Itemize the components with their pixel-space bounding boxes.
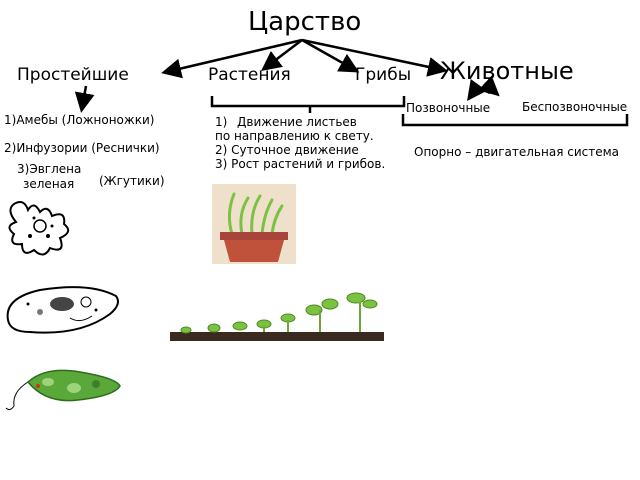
protist-infusoria: 2)Инфузории (Реснички) xyxy=(4,141,160,155)
kingdom-protists: Простейшие xyxy=(17,65,129,85)
root-title: Царство xyxy=(248,7,362,37)
kingdom-animals: Животные xyxy=(440,57,574,85)
musculoskeletal-note: Опорно – двигательная система xyxy=(414,145,620,159)
protist-amoeba: 1)Амебы (Ложноножки) xyxy=(4,113,155,127)
plant-movement-num: 1) xyxy=(215,115,228,129)
plant-daily-movement: 2) Суточное движение xyxy=(215,143,359,157)
seedlings-growth-image xyxy=(170,292,384,341)
bracket-animals xyxy=(401,114,629,127)
paramecium-image xyxy=(6,286,119,334)
amoeba-image xyxy=(8,201,70,256)
arrow-to-animals xyxy=(301,38,448,77)
euglena-image xyxy=(5,369,121,411)
arrow-to-plants xyxy=(261,39,303,72)
arrow-to-protists xyxy=(161,38,303,79)
plant-movement-cont: по направлению к свету. xyxy=(215,129,374,143)
protist-euglena-line1: 3)Эвглена xyxy=(17,162,82,176)
plant-movement-text: Движение листьев xyxy=(237,115,357,129)
bracket-plants-fungi xyxy=(210,96,406,113)
arrow-to-vertebrates xyxy=(467,78,491,102)
kingdom-plants: Растения xyxy=(208,65,291,85)
arrow-to-protist-list xyxy=(74,85,95,113)
vertebrates-label: Позвоночные xyxy=(406,101,491,115)
arrow-to-fungi xyxy=(301,38,360,73)
potted-plant-image xyxy=(212,184,296,264)
protist-euglena-note: (Жгутики) xyxy=(99,174,165,188)
protist-euglena-line2: зеленая xyxy=(23,177,75,191)
plant-growth: 3) Рост растений и грибов. xyxy=(215,157,386,171)
invertebrates-label: Беспозвоночные xyxy=(522,100,628,114)
kingdom-fungi: Грибы xyxy=(355,65,412,85)
